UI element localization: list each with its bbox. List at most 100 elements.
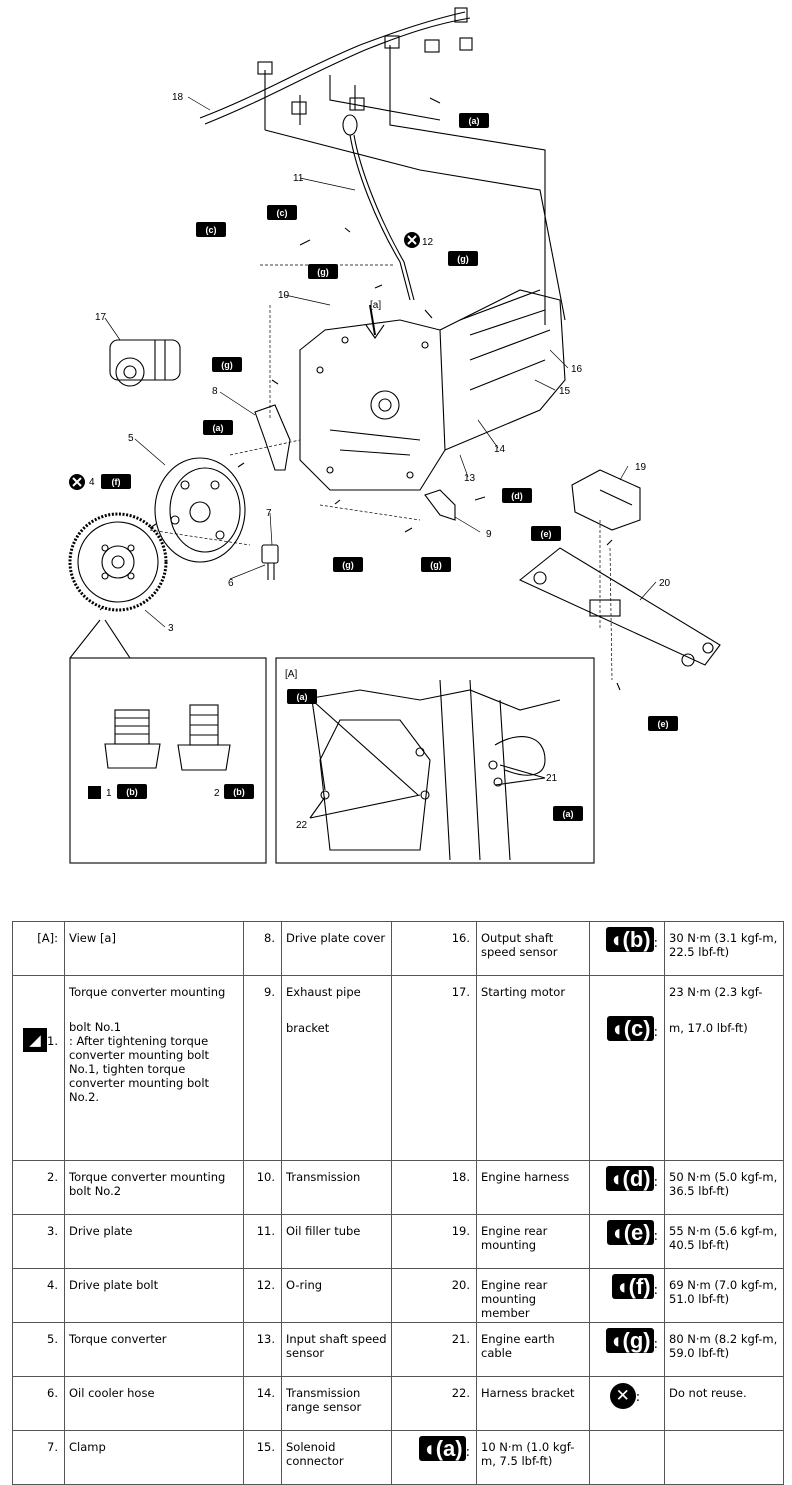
wrench-icon: ◖ [609, 1166, 623, 1191]
do-not-reuse-icon: ✕ [609, 1383, 636, 1409]
torque-value: 55 N·m (5.6 kgf-m, 40.5 lbf-ft) [664, 1214, 784, 1269]
legend-empty-cell [664, 1430, 784, 1485]
torque-value: 30 N·m (3.1 kgf-m, 22.5 lbf-ft) [664, 921, 784, 976]
tag-a-1: (a) [469, 116, 480, 126]
inset-view-a [275, 657, 595, 864]
torque-value: 50 N·m (5.0 kgf-m, 36.5 lbf-ft) [664, 1160, 784, 1215]
legend-key: ◢1. [12, 975, 65, 1161]
torque-value: 69 N·m (7.0 kgf-m, 51.0 lbf-ft) [664, 1268, 784, 1323]
wrench-icon: ◖ [610, 1220, 624, 1245]
parts-legend-table: [A]: View [a] 8. Drive plate cover 16. O… [12, 921, 784, 1485]
torque-symbol-d: ◖(d): [589, 1160, 665, 1215]
callout-22: 22 [296, 820, 308, 831]
tag-e-2: (e) [658, 719, 669, 729]
legend-desc-line: bracket [286, 1021, 330, 1035]
tag-f: (f) [112, 477, 121, 487]
legend-row-3: 2. Torque converter mounting bolt No.2 1… [12, 1160, 784, 1215]
legend-key: 19. [391, 1214, 477, 1269]
legend-row-4: 3. Drive plate 11. Oil filler tube 19. E… [12, 1214, 784, 1269]
callout-12: 12 [422, 237, 434, 248]
callout-10: 10 [278, 290, 290, 301]
callout-8: 8 [212, 386, 218, 397]
callout-15: 15 [559, 386, 571, 397]
tag-g-2: (g) [317, 267, 329, 277]
torque-value-line: m, 17.0 lbf-ft) [669, 1021, 748, 1035]
wrench-icon: ◖ [422, 1436, 436, 1461]
wrench-icon: ◖ [609, 1328, 623, 1353]
tag-b-2: (b) [233, 787, 245, 797]
legend-key: 20. [391, 1268, 477, 1323]
legend-desc: Harness bracket [476, 1376, 590, 1431]
callout-9: 9 [486, 529, 492, 540]
legend-desc: Clamp [64, 1430, 244, 1485]
do-not-reuse-symbol: ✕: [589, 1376, 665, 1431]
legend-key: 15. [243, 1430, 282, 1485]
torque-tags: (a) (c) (c) (g) (g) (g) (a) (f) (d) (e) … [101, 113, 678, 821]
legend-empty-cell [589, 1430, 665, 1485]
callout-13: 13 [464, 473, 476, 484]
callout-11: 11 [293, 173, 304, 184]
tag-a-4: (a) [563, 809, 574, 819]
legend-desc: Drive plate bolt [64, 1268, 244, 1323]
legend-desc: O-ring [281, 1268, 392, 1323]
tag-d: (d) [511, 491, 523, 501]
bolts [99, 97, 621, 691]
legend-desc: Drive plate [64, 1214, 244, 1269]
callout-4: 4 [89, 477, 95, 488]
torque-symbol-e: ◖(e): [589, 1214, 665, 1269]
torque-converter [154, 457, 246, 563]
torque-symbol-f: ◖(f): [589, 1268, 665, 1323]
torque-tag: (d) [622, 1166, 651, 1191]
oil-filler-tube [342, 114, 415, 301]
legend-key: 14. [243, 1376, 282, 1431]
torque-symbol-b: ◖(b): [589, 921, 665, 976]
torque-symbol-a: ◖(a): [391, 1430, 477, 1485]
tag-g-1: (g) [457, 254, 469, 264]
legend-key: 11. [243, 1214, 282, 1269]
view-a-label: [a] [370, 300, 381, 311]
legend-key: 10. [243, 1160, 282, 1215]
tag-g-5: (g) [430, 560, 442, 570]
legend-row-7: 6. Oil cooler hose 14. Transmission rang… [12, 1376, 784, 1431]
callout-16: 16 [571, 364, 583, 375]
callout-1: 1 [106, 788, 112, 799]
callout-5: 5 [128, 433, 134, 444]
callout-6: 6 [228, 578, 234, 589]
inset-a-label: [A] [285, 669, 297, 680]
drive-plate [68, 512, 168, 612]
exploded-view-diagram: 18 11 12 10 [a] 17 8 5 4 7 6 3 9 14 13 1… [68, 7, 721, 864]
callout-21: 21 [546, 773, 558, 784]
legend-row-5: 4. Drive plate bolt 12. O-ring 20. Engin… [12, 1268, 784, 1323]
torque-tag: (e) [623, 1220, 651, 1245]
tag-a-3: (a) [297, 692, 308, 702]
legend-row-1: [A]: View [a] 8. Drive plate cover 16. O… [12, 921, 784, 976]
torque-symbol-g: ◖(g): [589, 1322, 665, 1377]
grease-icon: ◢ [23, 1028, 48, 1052]
torque-tag: (b) [622, 927, 651, 952]
callout-18: 18 [172, 92, 184, 103]
legend-key: 13. [243, 1322, 282, 1377]
legend-key: 3. [12, 1214, 65, 1269]
legend-desc: Engine rear mounting member [476, 1268, 590, 1323]
callout-2: 2 [214, 788, 220, 799]
legend-key: 5. [12, 1322, 65, 1377]
wrench-icon: ◖ [615, 1274, 629, 1299]
legend-desc: View [a] [64, 921, 244, 976]
legend-key: 9. [243, 975, 282, 1161]
tag-b-1: (b) [126, 787, 138, 797]
legend-desc: Input shaft speed sensor [281, 1322, 392, 1377]
torque-value: 80 N·m (8.2 kgf-m, 59.0 lbf-ft) [664, 1322, 784, 1377]
legend-desc: Output shaft speed sensor [476, 921, 590, 976]
legend-key: 16. [391, 921, 477, 976]
legend-row-6: 5. Torque converter 13. Input shaft spee… [12, 1322, 784, 1377]
inset-bolt-detail [69, 619, 267, 864]
tag-c-2: (c) [206, 225, 217, 235]
do-not-reuse-marks [69, 232, 420, 490]
legend-key-text: 1. [47, 1034, 58, 1048]
legend-key: 22. [391, 1376, 477, 1431]
legend-key: 21. [391, 1322, 477, 1377]
callout-19: 19 [635, 462, 647, 473]
legend-desc: Engine harness [476, 1160, 590, 1215]
tag-a-2: (a) [213, 423, 224, 433]
wrench-icon: ◖ [610, 1016, 624, 1041]
